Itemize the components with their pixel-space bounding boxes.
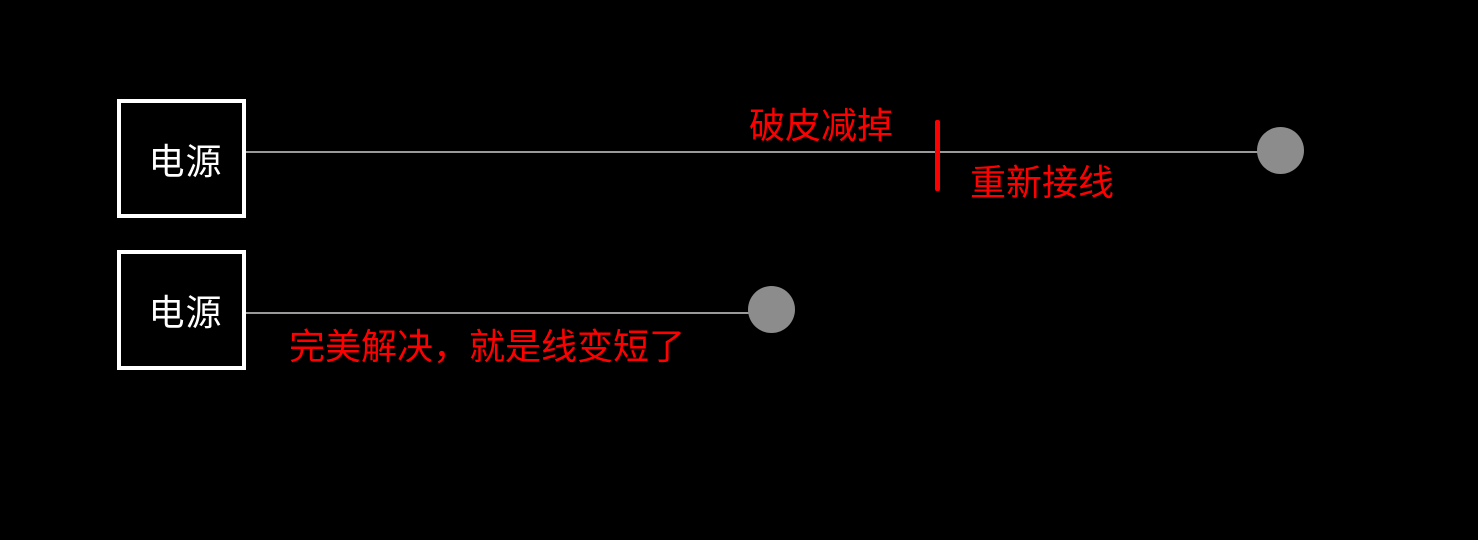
power-source-box-bottom: 电源 (117, 250, 246, 370)
wire-end-node-top (1257, 127, 1304, 174)
wire-end-node-bottom (748, 286, 795, 333)
wire-top (246, 151, 1266, 153)
wire-bottom (246, 312, 756, 314)
result-annotation: 完美解决，就是线变短了 (289, 327, 686, 368)
power-source-label-bottom: 电源 (148, 293, 223, 334)
power-source-box-top: 电源 (117, 99, 246, 218)
reconnect-annotation: 重新接线 (970, 163, 1115, 204)
cut-point-marker (935, 120, 940, 191)
cut-annotation: 破皮减掉 (749, 106, 894, 147)
power-source-label-top: 电源 (148, 141, 223, 183)
